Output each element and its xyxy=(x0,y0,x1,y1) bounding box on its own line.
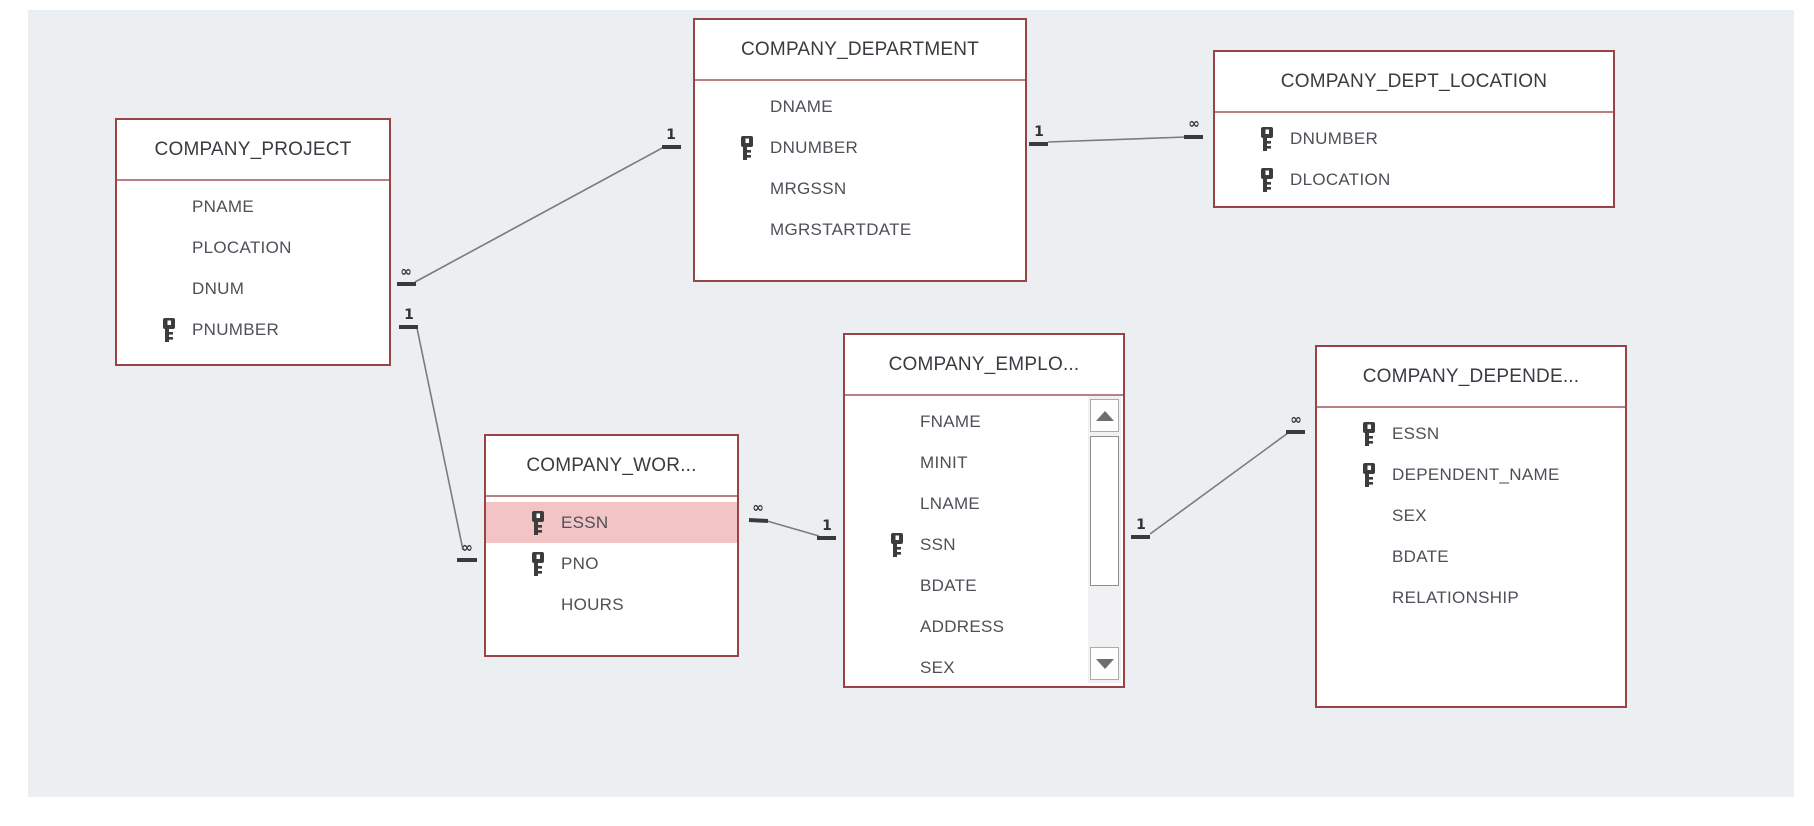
field-label: DNUM xyxy=(192,278,245,298)
field-sex[interactable]: SEX xyxy=(1317,495,1625,536)
field-pnumber[interactable]: PNUMBER xyxy=(117,309,389,350)
scroll-down-icon xyxy=(1095,658,1114,669)
primary-key-icon xyxy=(891,532,903,557)
field-label: SSN xyxy=(920,534,956,554)
primary-key-icon xyxy=(741,135,753,160)
field-dnumber[interactable]: DNUMBER xyxy=(695,127,1025,168)
field-ssn[interactable]: SSN xyxy=(845,524,1123,565)
scroll-down-button[interactable] xyxy=(1090,647,1119,680)
field-label: ADDRESS xyxy=(920,616,1005,636)
field-label: DNUMBER xyxy=(770,137,859,157)
table-company-dependent[interactable]: COMPANY_DEPENDE... ESSN DEPENDENT_NAME S… xyxy=(1315,345,1627,708)
table-company-project[interactable]: COMPANY_PROJECT PNAME PLOCATION DNUM PNU… xyxy=(115,118,391,366)
field-label: LNAME xyxy=(920,493,981,513)
field-lname[interactable]: LNAME xyxy=(845,483,1123,524)
field-essn-selected[interactable]: ESSN xyxy=(486,502,737,543)
field-mgrstartdate[interactable]: MGRSTARTDATE xyxy=(695,209,1025,250)
table-title[interactable]: COMPANY_DEPARTMENT xyxy=(741,38,979,60)
cardinality-label: ∞ xyxy=(1188,116,1200,132)
table-title-separator xyxy=(486,495,737,497)
cardinality-label: 1 xyxy=(666,127,676,143)
field-label: PNO xyxy=(561,553,599,573)
field-label: DEPENDENT_NAME xyxy=(1392,464,1560,484)
cardinality-label: 1 xyxy=(1136,517,1146,533)
field-label: MINIT xyxy=(920,452,968,472)
table-title-separator xyxy=(117,179,389,181)
field-bdate[interactable]: BDATE xyxy=(845,565,1123,606)
cardinality-label: ∞ xyxy=(1290,412,1302,428)
field-label: PNAME xyxy=(192,196,254,216)
table-title[interactable]: COMPANY_WOR... xyxy=(526,454,697,476)
field-label: HOURS xyxy=(561,594,624,614)
field-minit[interactable]: MINIT xyxy=(845,442,1123,483)
field-relationship[interactable]: RELATIONSHIP xyxy=(1317,577,1625,618)
primary-key-icon xyxy=(1261,126,1273,151)
table-company-dept-location[interactable]: COMPANY_DEPT_LOCATION DNUMBER DLOCATION xyxy=(1213,50,1615,208)
field-sex[interactable]: SEX xyxy=(845,647,1123,688)
field-label: BDATE xyxy=(1392,546,1449,566)
field-label: BDATE xyxy=(920,575,977,595)
field-dlocation[interactable]: DLOCATION xyxy=(1215,159,1613,200)
table-title[interactable]: COMPANY_EMPLO... xyxy=(888,353,1080,375)
table-company-employee[interactable]: COMPANY_EMPLO... FNAME MINIT LNAME SSN B… xyxy=(843,333,1125,688)
primary-key-icon xyxy=(163,317,175,342)
field-label: ESSN xyxy=(1392,423,1440,443)
field-label: PNUMBER xyxy=(192,319,280,339)
cardinality-label: 1 xyxy=(404,307,414,323)
field-label: MGRSTARTDATE xyxy=(770,219,912,239)
table-company-works-on[interactable]: COMPANY_WOR... ESSN PNO HOURS xyxy=(484,434,739,657)
primary-key-icon xyxy=(1363,421,1375,446)
field-label: MRGSSN xyxy=(770,178,847,198)
field-label: FNAME xyxy=(920,411,981,431)
field-bdate[interactable]: BDATE xyxy=(1317,536,1625,577)
primary-key-icon xyxy=(1363,462,1375,487)
field-label: PLOCATION xyxy=(192,237,292,257)
field-hours[interactable]: HOURS xyxy=(486,584,737,625)
primary-key-icon xyxy=(532,551,544,576)
field-dnumber[interactable]: DNUMBER xyxy=(1215,118,1613,159)
table-title-separator xyxy=(1215,111,1613,113)
table-title[interactable]: COMPANY_PROJECT xyxy=(154,138,352,160)
field-dependent-name[interactable]: DEPENDENT_NAME xyxy=(1317,454,1625,495)
scroll-up-button[interactable] xyxy=(1090,399,1119,432)
field-label: DNAME xyxy=(770,96,833,116)
cardinality-label: ∞ xyxy=(400,264,412,280)
primary-key-icon xyxy=(1261,167,1273,192)
cardinality-label: 1 xyxy=(822,518,832,534)
field-dnum[interactable]: DNUM xyxy=(117,268,389,309)
field-pname[interactable]: PNAME xyxy=(117,186,389,227)
field-essn[interactable]: ESSN xyxy=(1317,413,1625,454)
primary-key-icon xyxy=(532,510,544,535)
scroll-up-icon xyxy=(1095,410,1114,421)
field-label: DLOCATION xyxy=(1290,169,1391,189)
field-label: RELATIONSHIP xyxy=(1392,587,1520,607)
table-title-separator xyxy=(695,79,1025,81)
field-mrgssn[interactable]: MRGSSN xyxy=(695,168,1025,209)
cardinality-label: 1 xyxy=(1034,124,1044,140)
field-label: DNUMBER xyxy=(1290,128,1379,148)
scrollbar-thumb[interactable] xyxy=(1090,436,1119,586)
field-label: SEX xyxy=(1392,505,1427,525)
field-fname[interactable]: FNAME xyxy=(845,401,1123,442)
cardinality-label: ∞ xyxy=(461,540,473,556)
table-company-department[interactable]: COMPANY_DEPARTMENT DNAME DNUMBER MRGSSN … xyxy=(693,18,1027,282)
field-plocation[interactable]: PLOCATION xyxy=(117,227,389,268)
table-title-separator xyxy=(845,394,1123,396)
field-dname[interactable]: DNAME xyxy=(695,86,1025,127)
field-address[interactable]: ADDRESS xyxy=(845,606,1123,647)
employee-field-scrollbar[interactable] xyxy=(1088,396,1121,683)
field-pno[interactable]: PNO xyxy=(486,543,737,584)
cardinality-label: ∞ xyxy=(752,500,764,516)
field-label: SEX xyxy=(920,657,955,677)
table-title[interactable]: COMPANY_DEPENDE... xyxy=(1362,365,1580,387)
table-title[interactable]: COMPANY_DEPT_LOCATION xyxy=(1280,70,1548,92)
table-title-separator xyxy=(1317,406,1625,408)
field-label: ESSN xyxy=(561,512,609,532)
